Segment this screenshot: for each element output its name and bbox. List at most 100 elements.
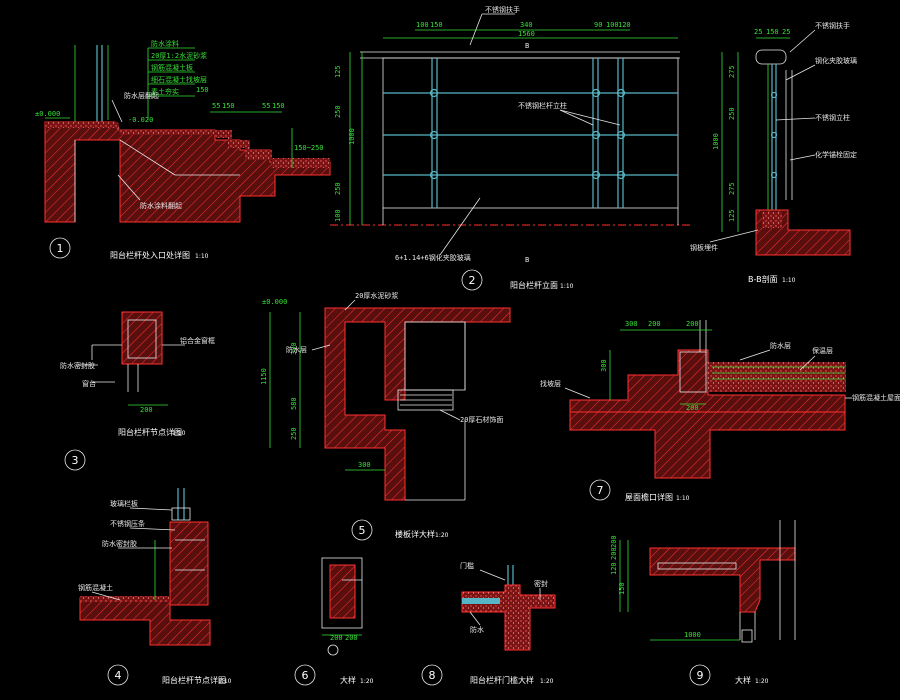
svg-text:150~250: 150~250: [294, 144, 324, 152]
svg-text:100: 100: [606, 21, 619, 29]
svg-text:钢板埋件: 钢板埋件: [690, 243, 718, 252]
detail-4-scale: 1:10: [218, 678, 232, 685]
detail-9-caption: 大样: [735, 675, 751, 685]
detail-2-caption: 阳台栏杆立面: [510, 280, 558, 290]
svg-text:防水: 防水: [470, 625, 484, 634]
detail-1-caption: 阳台栏杆处入口处详图: [110, 250, 190, 260]
svg-text:150: 150: [618, 582, 626, 595]
svg-text:1000: 1000: [684, 631, 701, 639]
svg-text:1000: 1000: [712, 133, 720, 150]
d2-top-dims: 100 150 340 90 100 120 1560: [383, 21, 678, 39]
svg-text:200: 200: [345, 634, 358, 642]
svg-text:3: 3: [72, 454, 79, 467]
detail-4-marker: [107, 664, 129, 686]
detail-3-scale: 1:10: [172, 430, 186, 437]
svg-text:1: 1: [57, 242, 64, 255]
svg-text:55: 55: [262, 102, 270, 110]
svg-text:150: 150: [222, 102, 235, 110]
svg-text:580: 580: [290, 397, 298, 410]
svg-text:300: 300: [290, 342, 298, 355]
bb-notes: 不锈钢扶手 钢化夹胶玻璃 不锈钢立柱 化学锚栓固定 钢板埋件: [690, 21, 857, 252]
d1-level-a: ±0.000: [35, 110, 60, 118]
d3-width: 200: [140, 406, 153, 414]
svg-text:150: 150: [196, 86, 209, 94]
svg-text:25: 25: [754, 28, 762, 36]
svg-text:不锈钢立柱: 不锈钢立柱: [815, 113, 850, 122]
d2-mark-top: B: [525, 42, 529, 50]
svg-text:120: 120: [610, 562, 618, 575]
svg-text:120: 120: [618, 21, 631, 29]
svg-text:密封: 密封: [534, 579, 548, 588]
svg-text:保温层: 保温层: [812, 346, 833, 355]
svg-text:200: 200: [648, 320, 661, 328]
detail-9-marker: [689, 664, 711, 686]
detail-3: 200 铝合金窗框 防水密封胶 窗台 3 阳台栏杆节点详图 1:10: [60, 311, 215, 471]
detail-7-marker: [589, 479, 611, 501]
detail-6: 200 200 6 大样 1:20: [294, 557, 374, 686]
svg-text:150: 150: [766, 28, 779, 36]
svg-text:125: 125: [728, 209, 736, 222]
svg-text:100: 100: [334, 209, 342, 222]
detail-5-marker: [351, 519, 373, 541]
detail-6-scale: 1:20: [360, 678, 374, 685]
detail-6-marker: [294, 664, 316, 686]
svg-text:不锈钢扶手: 不锈钢扶手: [815, 21, 850, 30]
svg-text:200: 200: [610, 535, 618, 548]
svg-text:275: 275: [728, 182, 736, 195]
detail-6-caption: 大样: [340, 675, 356, 685]
detail-5-caption: 楼板详大样: [395, 529, 435, 539]
svg-text:7: 7: [597, 484, 604, 497]
svg-text:防水密封胶: 防水密封胶: [60, 361, 95, 370]
d6-width: 200: [330, 634, 343, 642]
svg-text:防水密封胶: 防水密封胶: [102, 539, 137, 548]
svg-text:门槛: 门槛: [460, 561, 474, 570]
svg-text:200: 200: [610, 547, 618, 560]
detail-4-caption: 阳台栏杆节点详图: [162, 675, 226, 685]
d2-mark-bottom: B: [525, 256, 529, 264]
detail-1-marker: [49, 237, 71, 259]
svg-text:300: 300: [625, 320, 638, 328]
svg-text:防水层: 防水层: [770, 341, 791, 350]
svg-text:250: 250: [290, 427, 298, 440]
d1-note-1: 20厚1:2水泥砂浆: [151, 51, 207, 60]
svg-text:8: 8: [429, 669, 436, 682]
svg-text:25: 25: [782, 28, 790, 36]
svg-text:250: 250: [334, 182, 342, 195]
section-bb: 25 150 25 275 250 1000 275 125 不锈钢扶手 钢化夹…: [690, 21, 857, 284]
d1-level-b: -0.020: [128, 116, 153, 124]
d1-note-0: 防水涂料: [151, 39, 179, 48]
svg-text:2: 2: [469, 274, 476, 287]
svg-text:250: 250: [728, 107, 736, 120]
svg-text:5: 5: [359, 524, 366, 537]
detail-7-scale: 1:10: [676, 495, 690, 502]
svg-text:200: 200: [686, 404, 699, 412]
detail-8-marker: [421, 664, 443, 686]
d1-step-dims: 55 150 55 150 150~250 150: [196, 86, 324, 168]
detail-8-caption: 阳台栏杆门槛大样: [470, 675, 534, 685]
detail-2-scale: 1:10: [560, 283, 574, 290]
svg-text:钢化夹胶玻璃: 钢化夹胶玻璃: [815, 56, 857, 65]
d2-bottom-note: 6+1.14+6钢化夹胶玻璃: [395, 253, 471, 262]
svg-text:6: 6: [302, 669, 309, 682]
detail-9: 200 120 150 200 1000 9 大样 1:20: [610, 520, 796, 686]
svg-text:钢筋混凝土: 钢筋混凝土: [78, 583, 113, 592]
svg-text:钢筋混凝土屋面板: 钢筋混凝土屋面板: [852, 393, 900, 402]
detail-4: 玻璃栏板 不锈钢压条 防水密封胶 钢筋混凝土 4 阳台栏杆节点详图 1:10: [78, 488, 232, 686]
detail-9-scale: 1:20: [755, 678, 769, 685]
detail-5-scale: 1:20: [435, 532, 449, 539]
detail-1-scale: 1:10: [195, 253, 209, 260]
svg-text:化学锚栓固定: 化学锚栓固定: [815, 150, 857, 159]
detail-7-caption: 屋面檐口详图: [625, 492, 673, 502]
bb-scale: 1:10: [782, 277, 796, 284]
svg-text:340: 340: [520, 21, 533, 29]
svg-text:找坡层: 找坡层: [540, 379, 561, 388]
bb-caption: B-B剖面: [748, 274, 778, 284]
svg-text:窗台: 窗台: [82, 379, 96, 388]
svg-text:55: 55: [212, 102, 220, 110]
svg-text:150: 150: [272, 102, 285, 110]
d1-notes-block: 防水涂料 20厚1:2水泥砂浆 钢筋混凝土板 细石混凝土找坡层 素土夯实: [147, 39, 207, 120]
svg-text:不锈钢压条: 不锈钢压条: [110, 519, 145, 528]
d2-side-dims: 125 250 1000 250 100: [334, 52, 363, 225]
svg-text:200: 200: [686, 320, 699, 328]
